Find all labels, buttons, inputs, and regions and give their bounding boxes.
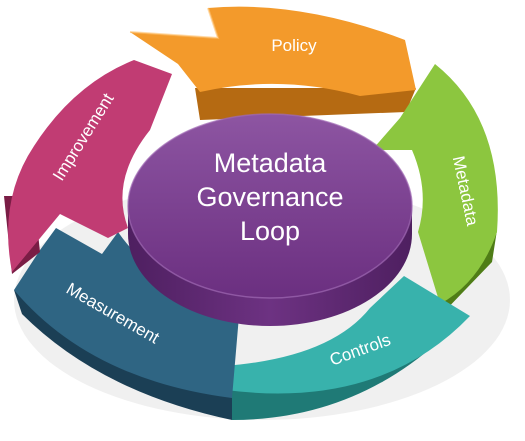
center-title-line-2: Governance bbox=[196, 182, 343, 212]
center-hub-top bbox=[128, 114, 412, 298]
segment-measurement-shape bbox=[14, 228, 240, 398]
segment-controls-shape bbox=[224, 276, 470, 394]
center-hub: Metadata Governance Loop bbox=[127, 113, 413, 326]
segment-controls: Controls bbox=[224, 276, 470, 420]
center-title-line-3: Loop bbox=[240, 216, 300, 246]
segment-improvement-shape bbox=[8, 60, 172, 272]
center-title-line-1: Metadata bbox=[214, 148, 328, 178]
segment-policy: Policy bbox=[129, 6, 416, 120]
segment-measurement: Measurement bbox=[14, 228, 240, 420]
segment-metadata-shape bbox=[372, 64, 498, 304]
segment-policy-shape bbox=[130, 6, 416, 97]
segment-metadata: Metadata bbox=[372, 64, 498, 316]
segment-policy-label: Policy bbox=[271, 36, 317, 55]
